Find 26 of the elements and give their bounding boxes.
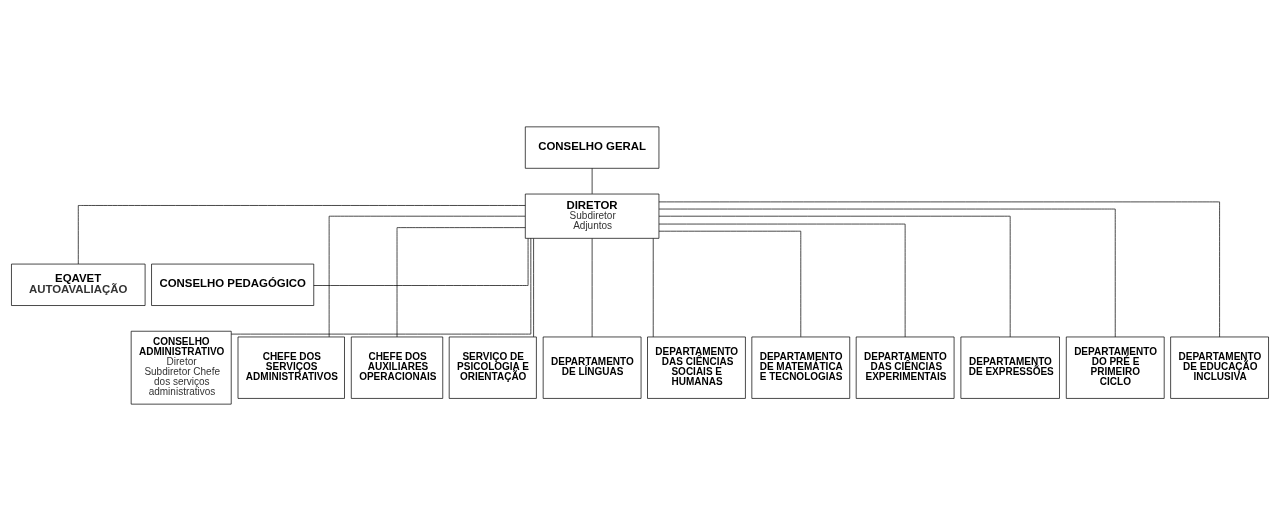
node-box: CONSELHO PEDAGÓGICO: [151, 263, 315, 306]
node-box: DIRETOR Subdiretor Adjuntos: [524, 193, 660, 239]
node-box: DEPARTAMENTO DE EXPRESSÕES: [960, 336, 1060, 399]
connector: [230, 237, 532, 334]
node-box: DEPARTAMENTO DO PRÉ E PRIMEIRO CICLO: [1065, 336, 1165, 399]
node-box: CONSELHO GERAL: [524, 126, 660, 169]
node-box: DEPARTAMENTO DE MATEMÁTICA E TECNOLOGIAS: [751, 336, 851, 399]
connector: [652, 237, 654, 337]
node-box: DEPARTAMENTO DAS CIÊNCIAS SOCIAIS E HUMANAS: [647, 336, 746, 399]
node-box: DEPARTAMENTO DE EDUCAÇÃO INCLUSIVA: [1170, 336, 1269, 399]
connector: [328, 215, 526, 337]
connector: [396, 226, 526, 337]
connector: [658, 208, 1116, 337]
node-box: EQAVET AUTOAVALIAÇÃO: [11, 263, 146, 306]
node-box: DEPARTAMENTO DE LÍNGUAS: [542, 336, 642, 399]
node-box: CONSELHO ADMINISTRATIVO Diretor Subdiretor Chefe dos serviços administrativos: [130, 330, 232, 404]
connector: [591, 167, 593, 194]
connector: [591, 237, 593, 337]
node-box: CHEFE DOS SERVIÇOS ADMINISTRATIVOS: [237, 336, 345, 399]
node-box: CHEFE DOS AUXILIARES OPERACIONAIS: [350, 336, 444, 399]
connector: [533, 237, 534, 337]
node-box: SERVIÇO DE PSICOLOGIA E ORIENTAÇÃO: [448, 336, 537, 399]
connector: [313, 237, 529, 286]
node-box: DEPARTAMENTO DAS CIÊNCIAS EXPERIMENTAIS: [855, 336, 955, 399]
connector: [77, 204, 526, 264]
connector: [658, 201, 1220, 337]
